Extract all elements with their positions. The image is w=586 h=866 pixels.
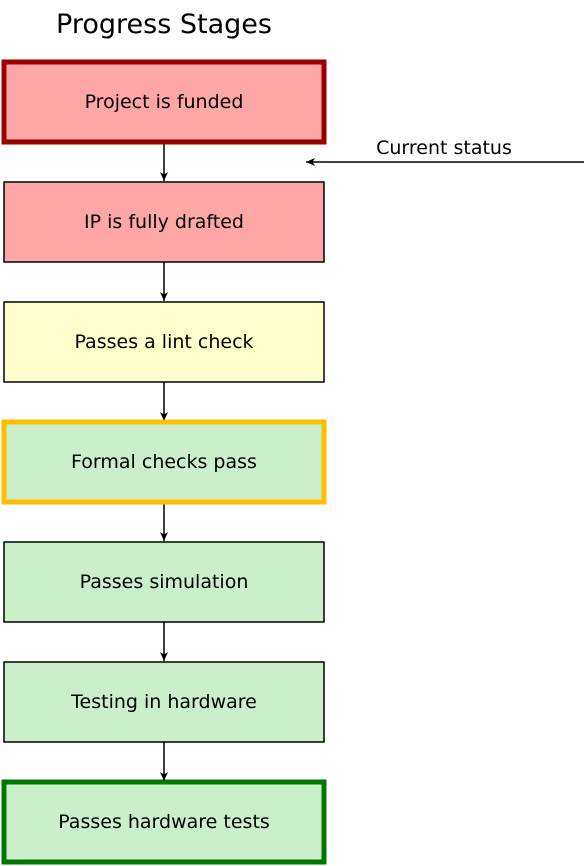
stage-box: Passes simulation <box>3 541 325 623</box>
stage-box: Formal checks pass <box>1 419 327 505</box>
stage-label: Passes hardware tests <box>58 811 270 833</box>
stage-label: Project is funded <box>85 91 244 113</box>
diagram-title: Progress Stages <box>56 9 272 40</box>
stage-label: IP is fully drafted <box>84 211 244 233</box>
stage-box-shape <box>3 661 325 743</box>
stage-list: Project is funded IP is fully draftedPass… <box>1 59 327 865</box>
stage-box-shape <box>3 301 325 383</box>
stage-box-shape <box>3 541 325 623</box>
stage-box-shape <box>1 419 327 505</box>
stage-label: Formal checks pass <box>71 451 257 473</box>
current-status-pointer: Current status <box>306 137 584 166</box>
stage-box: Passes a lint check <box>3 301 325 383</box>
stage-box: Passes hardware tests <box>1 779 327 865</box>
stage-box: IP is fully drafted <box>3 181 325 263</box>
stage-label: Passes simulation <box>80 571 249 593</box>
stage-label: Testing in hardware <box>70 691 257 713</box>
stage-box: Testing in hardware <box>3 661 325 743</box>
stage-box-shape <box>1 59 327 145</box>
current-status-label: Current status <box>376 137 512 159</box>
stage-box: Project is funded <box>1 59 327 145</box>
stage-box-shape <box>3 181 325 263</box>
stage-box-shape <box>1 779 327 865</box>
stage-label: Passes a lint check <box>74 331 253 353</box>
